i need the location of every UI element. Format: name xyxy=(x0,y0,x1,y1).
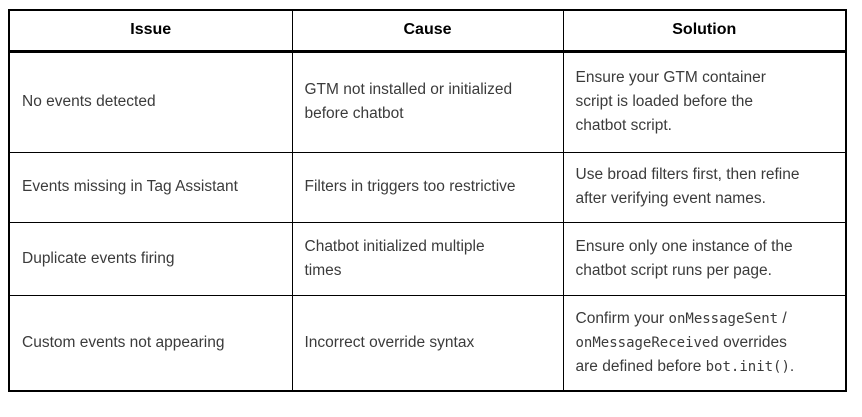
cell-cause: Chatbot initialized multiple times xyxy=(291,221,564,296)
column-header-issue: Issue xyxy=(8,9,293,53)
code-bot-init: bot.init() xyxy=(705,358,790,375)
solution-text: . xyxy=(789,357,795,375)
cell-issue: Custom events not appearing xyxy=(8,294,293,392)
column-header-solution: Solution xyxy=(562,9,847,53)
header-row: Issue Cause Solution xyxy=(8,9,847,53)
code-onmessagereceived: onMessageReceived xyxy=(575,334,719,351)
table-row: Duplicate events firing Chatbot initiali… xyxy=(8,221,847,296)
solution-text: overrides are defined before xyxy=(575,333,787,375)
cell-solution: Ensure your GTM container script is load… xyxy=(562,50,847,153)
table-row: Custom events not appearing Incorrect ov… xyxy=(8,294,847,392)
cell-solution: Use broad filters first, then refine aft… xyxy=(562,151,847,223)
troubleshooting-table: Issue Cause Solution No events detected … xyxy=(8,9,847,392)
cell-cause: GTM not installed or initialized before … xyxy=(291,50,564,153)
column-header-cause: Cause xyxy=(291,9,564,53)
cell-cause: Filters in triggers too restrictive xyxy=(291,151,564,223)
cell-solution: Confirm your onMessageSent / onMessageRe… xyxy=(562,294,847,392)
cell-issue: Events missing in Tag Assistant xyxy=(8,151,293,223)
table-row: Events missing in Tag Assistant Filters … xyxy=(8,151,847,223)
cell-issue: Duplicate events firing xyxy=(8,221,293,296)
cell-cause: Incorrect override syntax xyxy=(291,294,564,392)
cell-solution: Ensure only one instance of the chatbot … xyxy=(562,221,847,296)
code-onmessagesent: onMessageSent xyxy=(668,310,779,327)
cell-issue: No events detected xyxy=(8,50,293,153)
solution-text: Confirm your xyxy=(575,309,669,327)
table-row: No events detected GTM not installed or … xyxy=(8,50,847,153)
solution-text: / xyxy=(782,309,787,327)
